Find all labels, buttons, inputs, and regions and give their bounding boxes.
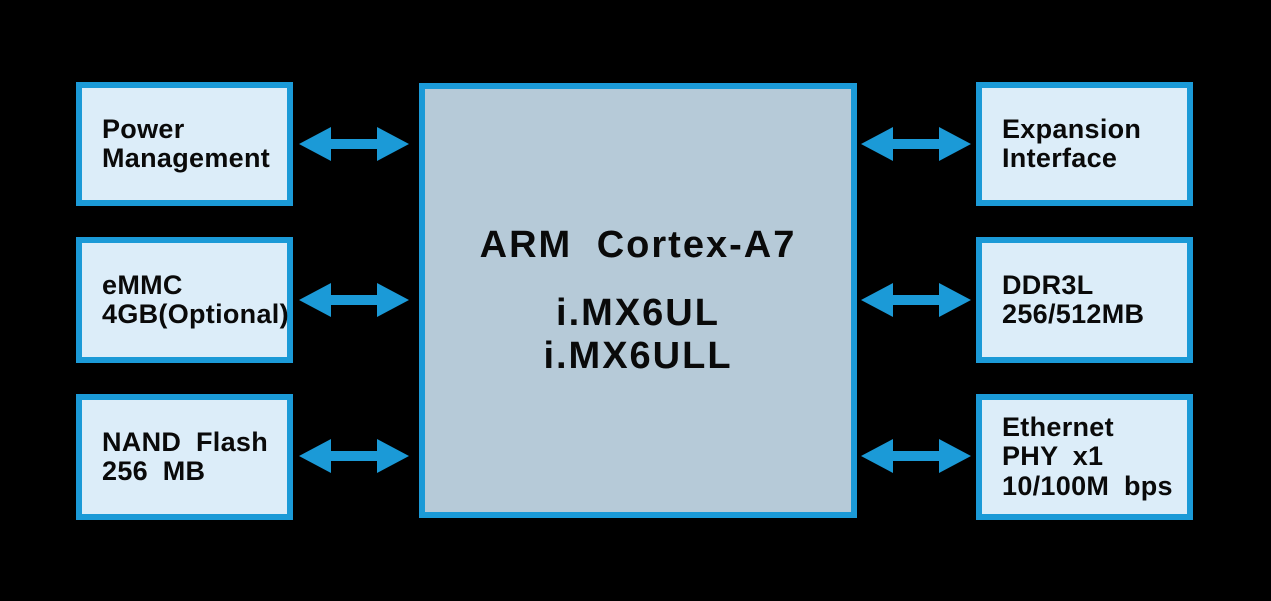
double-headed-arrow-icon [299,283,409,317]
double-headed-arrow-icon [861,127,971,161]
block-label: Interface [1002,143,1118,173]
block-cpu: ARM Cortex-A7 i.MX6UL i.MX6ULL [419,83,857,518]
block-label: PHY x1 [1002,441,1104,472]
double-headed-arrow-icon [861,283,971,317]
block-label: 256/512MB [1002,299,1145,329]
block-label: 256 MB [102,456,206,486]
block-ddr3l: DDR3L 256/512MB [976,237,1193,363]
block-label: 4GB(Optional) [102,299,289,329]
double-headed-arrow-icon [861,439,971,473]
block-label: NAND Flash [102,426,269,457]
double-headed-arrow-icon [299,439,409,473]
arrow-cpu-expansion [861,126,971,162]
block-label: Ethernet [1002,412,1114,443]
block-label: Management [102,143,271,173]
cpu-model: i.MX6ULL [543,334,733,377]
block-power-management: Power Management [76,82,293,206]
arrow-cpu-ethernet [861,438,971,474]
block-label: 10/100M bps [1002,470,1173,501]
block-label: eMMC [102,269,183,300]
cpu-model: i.MX6UL [556,292,720,335]
arrow-emmc-cpu [299,282,409,318]
arrow-power-cpu [299,126,409,162]
arrow-nand-cpu [299,438,409,474]
block-label: Expansion [1002,113,1142,144]
arrow-cpu-ddr3l [861,282,971,318]
block-ethernet-phy: Ethernet PHY x1 10/100M bps [976,394,1193,520]
block-label: DDR3L [1002,269,1094,300]
block-nand-flash: NAND Flash 256 MB [76,394,293,520]
block-emmc: eMMC 4GB(Optional) [76,237,293,363]
block-label: Power [102,113,185,144]
block-expansion-interface: Expansion Interface [976,82,1193,206]
cpu-title: ARM Cortex-A7 [479,223,797,266]
double-headed-arrow-icon [299,127,409,161]
